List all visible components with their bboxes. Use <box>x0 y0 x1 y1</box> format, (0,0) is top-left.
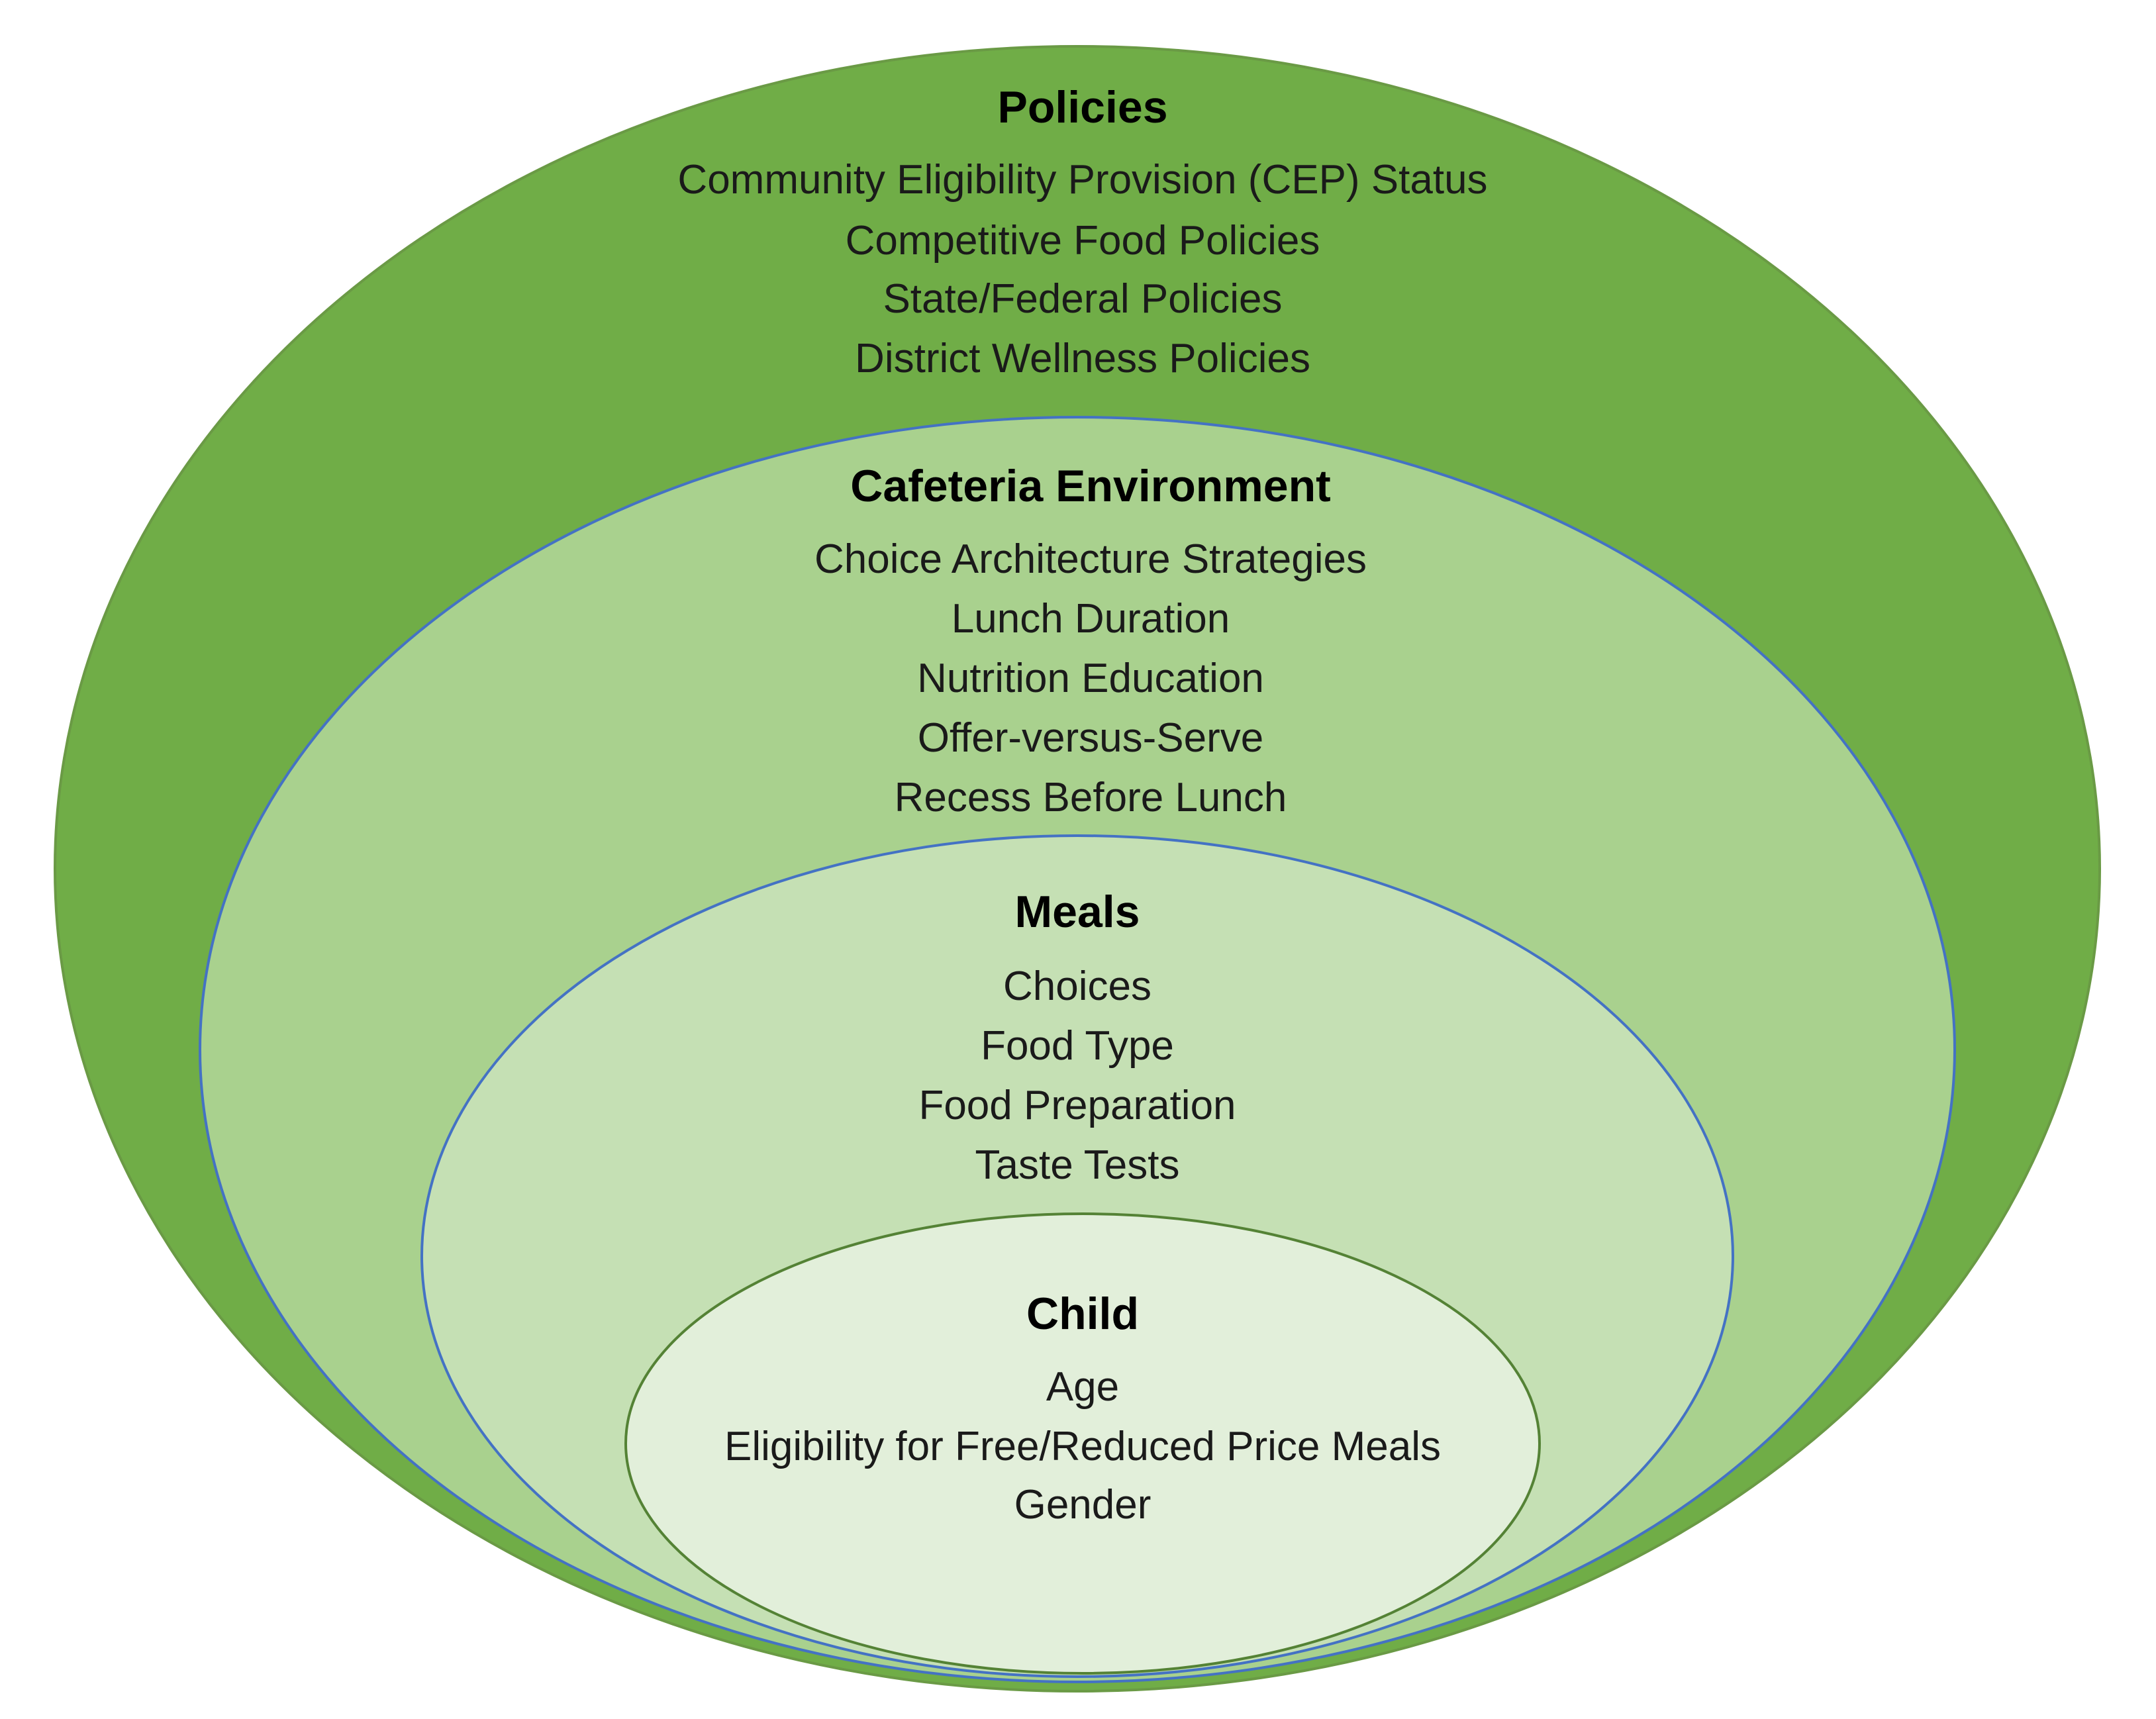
meals-item: Food Preparation <box>918 1083 1236 1128</box>
child-ellipse <box>624 1212 1541 1675</box>
policies-item: Competitive Food Policies <box>846 218 1320 264</box>
meals-item: Food Type <box>981 1023 1174 1069</box>
cafeteria-title: Cafeteria Environment <box>850 461 1331 511</box>
child-item: Age <box>1046 1364 1119 1410</box>
child-ring <box>624 1212 1541 1675</box>
cafeteria-item: Offer-versus-Serve <box>918 715 1264 761</box>
policies-item: Community Eligibility Provision (CEP) St… <box>677 157 1487 203</box>
policies-item: State/Federal Policies <box>883 276 1282 322</box>
child-item: Eligibility for Free/Reduced Price Meals <box>724 1424 1441 1469</box>
child-item: Gender <box>1014 1482 1152 1528</box>
meals-title: Meals <box>1015 887 1140 937</box>
child-title: Child <box>1026 1289 1139 1339</box>
cafeteria-item: Lunch Duration <box>952 596 1230 642</box>
cafeteria-item: Nutrition Education <box>917 656 1264 701</box>
policies-item: District Wellness Policies <box>855 336 1310 381</box>
meals-item: Taste Tests <box>975 1142 1179 1188</box>
cafeteria-item: Choice Architecture Strategies <box>814 536 1367 582</box>
policies-title: Policies <box>997 82 1167 132</box>
meals-item: Choices <box>1003 963 1152 1009</box>
cafeteria-item: Recess Before Lunch <box>895 775 1287 820</box>
